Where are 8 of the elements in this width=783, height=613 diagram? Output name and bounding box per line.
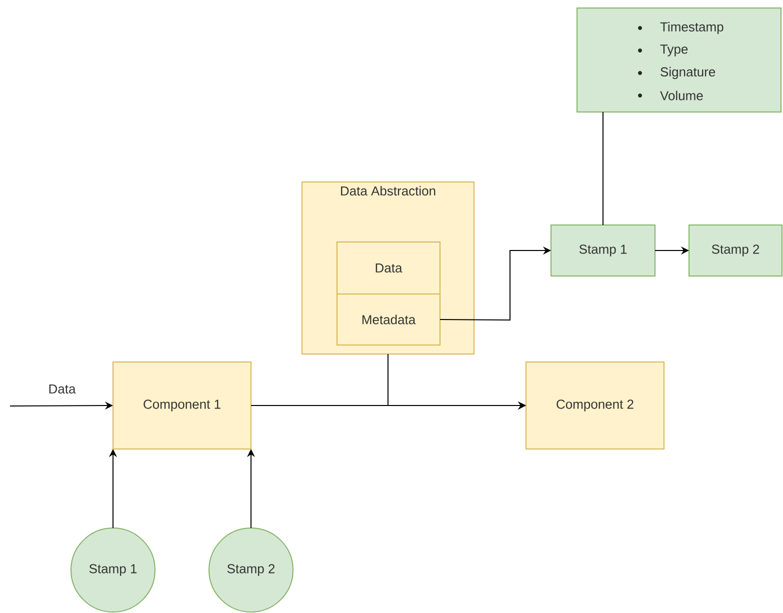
process-box: Data <box>336 242 440 294</box>
process-box: Stamp 2 <box>688 224 783 276</box>
edge-label: Data <box>49 384 76 394</box>
bullet-list-box: Timestamp Type Signature Volume <box>576 8 782 112</box>
process-box: Metadata <box>336 294 440 346</box>
process-box: Component 1 <box>112 362 252 450</box>
process-box: Stamp 1 <box>550 224 656 276</box>
process-box: Component 2 <box>526 362 664 450</box>
